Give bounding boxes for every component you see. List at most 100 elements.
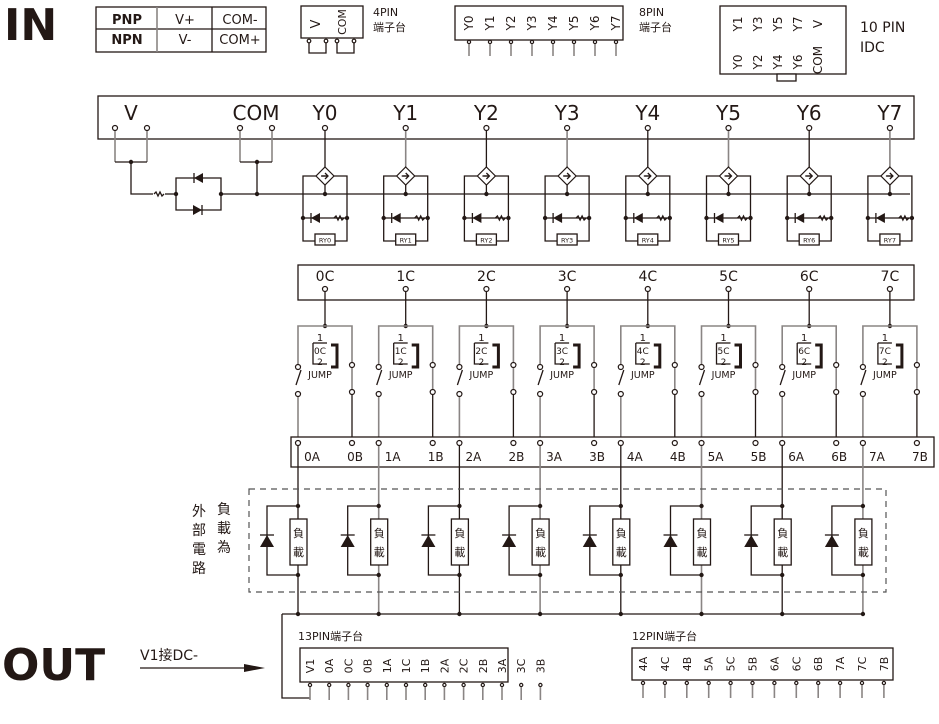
wire (463, 175, 478, 242)
relay-label: RY3 (561, 237, 573, 245)
wire (779, 369, 786, 386)
switch-contact (456, 363, 463, 371)
relay-label: RY6 (803, 237, 815, 245)
jumper-c-label: 0C (314, 347, 326, 357)
pin (662, 680, 668, 686)
junction-dot (403, 191, 408, 197)
common-terminal-label: 4C (638, 269, 657, 285)
junction-dot (586, 215, 592, 221)
resistor-icon (817, 214, 829, 222)
jumper-bracket-icon (411, 343, 420, 369)
switch-contact (671, 361, 678, 369)
external-circuit-text: 載 (217, 521, 231, 537)
wire (796, 343, 812, 365)
wire (295, 369, 302, 386)
switch-contact (375, 363, 382, 371)
switch-contact (833, 388, 840, 396)
wire (860, 369, 867, 386)
jumper-label: JUMP (711, 370, 736, 381)
relay-coil (395, 233, 417, 246)
flyback-diode-icon (421, 535, 436, 547)
pin (592, 39, 598, 45)
arrow-icon (402, 172, 410, 180)
relay-label: RY2 (480, 237, 492, 245)
terminal (348, 439, 356, 447)
pin-label: Y4 (546, 16, 560, 32)
external-circuit-text: 負 (217, 502, 231, 518)
resistor-icon (575, 214, 587, 222)
jumper-label: JUMP (469, 370, 494, 381)
junction-dot (564, 191, 570, 197)
common-terminal-label: 3C (558, 269, 577, 285)
terminal-b-label: 1B (428, 450, 444, 464)
wire (698, 369, 706, 386)
common-terminal-label: 5C (719, 269, 738, 285)
terminal (483, 124, 490, 132)
load-label: 載 (616, 546, 627, 559)
flyback-diode-icon (260, 535, 274, 547)
wire (656, 175, 671, 242)
pin (613, 39, 619, 45)
jumper-bracket-icon (331, 343, 339, 369)
wire (456, 369, 464, 386)
terminal-channel-label: Y4 (634, 101, 660, 125)
v1-note: V1接DC- (140, 647, 198, 664)
switch-contact (429, 388, 436, 396)
terminal-channel-label: Y7 (876, 101, 902, 125)
terminal-channel-label: Y2 (473, 101, 499, 125)
jumper-label: JUMP (630, 370, 655, 381)
pin (772, 680, 777, 686)
jumper-pos-2: 2 (882, 358, 888, 368)
terminal (833, 439, 840, 447)
terminal-a-label: 4A (627, 450, 644, 464)
terminal (483, 285, 490, 293)
external-circuit-text: 電 (192, 542, 206, 558)
connector-4pin (300, 5, 364, 39)
pin (499, 682, 505, 688)
load-box (612, 518, 631, 566)
relay-label: RY5 (722, 237, 734, 245)
switch-contact (456, 390, 463, 398)
jumper-pos-2: 2 (479, 358, 485, 368)
jumper-label: JUMP (872, 370, 897, 381)
connector-10pin-label: 10 PIN (860, 20, 905, 36)
junction-dot (381, 215, 386, 221)
switch-contact (913, 361, 921, 369)
led-icon (193, 205, 202, 215)
switch-contact (348, 361, 356, 369)
wire (554, 343, 570, 365)
external-circuit-text: 部 (192, 523, 206, 539)
switch-contact (590, 388, 598, 396)
relay-coil (798, 233, 820, 246)
pin-label: 6C (790, 656, 803, 671)
pin (323, 38, 329, 44)
switch-contact (536, 390, 544, 398)
led-icon (391, 213, 401, 223)
terminal-a-label: 1A (385, 450, 402, 464)
pin (461, 682, 466, 688)
terminal-12pin (631, 647, 894, 681)
terminal (725, 124, 732, 132)
jumper-bracket-icon (492, 343, 500, 369)
pin-label: 1C (400, 658, 413, 673)
switch-contact (429, 361, 436, 369)
terminal (563, 285, 571, 293)
terminal (806, 285, 813, 293)
jumper-c-label: 6C (798, 347, 810, 357)
junction-dot (887, 191, 893, 197)
wire (414, 175, 429, 242)
wire (376, 369, 383, 386)
wire (377, 325, 434, 364)
switch-contact (294, 390, 302, 398)
connector-8pin (454, 5, 624, 41)
wire (334, 175, 348, 242)
switch-contact (510, 388, 517, 396)
wire (898, 175, 913, 242)
terminal (143, 124, 151, 132)
pin (384, 682, 389, 688)
resistor-icon (414, 214, 426, 222)
relay-label: RY4 (642, 237, 654, 245)
arrow-icon (564, 172, 572, 180)
jumper-bracket-icon (573, 343, 581, 369)
